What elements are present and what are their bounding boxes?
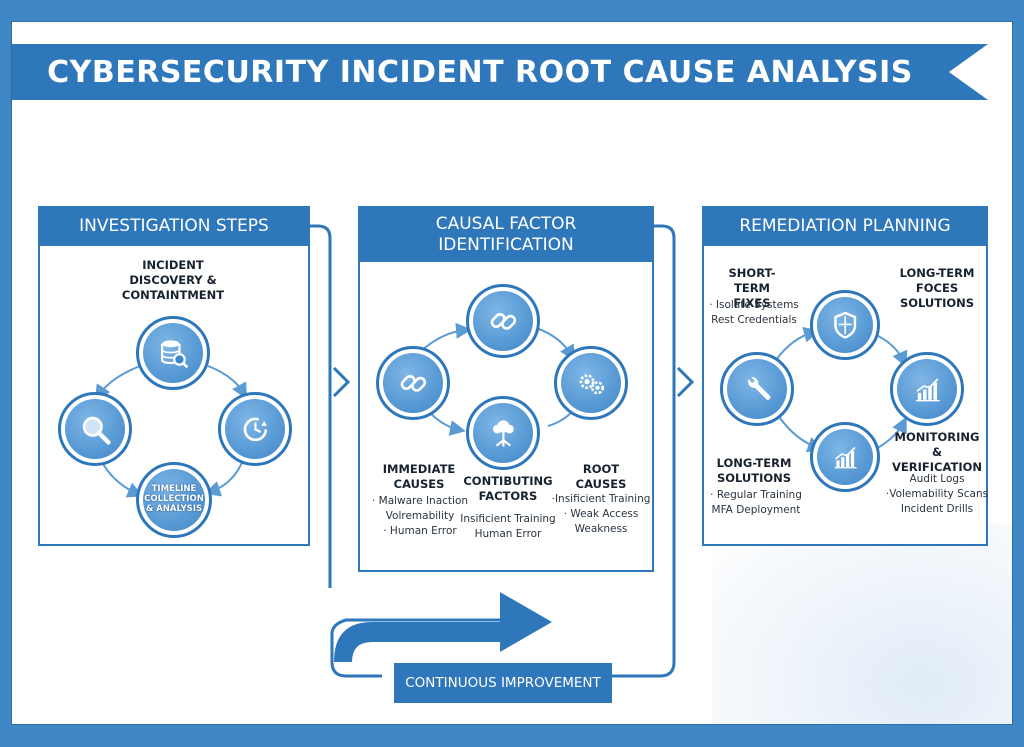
node-remediation-bottom [810, 422, 880, 492]
label-monitoring: MONITORING & VERIFICATION [892, 430, 982, 474]
list-contributing-factors: Insificient Training Human Error [460, 513, 556, 541]
wrench-icon [747, 376, 771, 400]
node-causal-root [554, 346, 628, 420]
label-immediate-causes: IMMEDIATE CAUSES [382, 462, 456, 491]
panel-causal-heading: CAUSAL FACTOR IDENTIFICATION [360, 208, 652, 262]
node-timeline-clock [218, 392, 292, 466]
node-causal-contributing [466, 396, 540, 470]
shield-icon [834, 311, 856, 339]
clock-refresh-icon [243, 417, 267, 441]
connector-loop [330, 618, 532, 678]
label-short-term-fixes: SHORT-TERM FIXES [728, 266, 776, 310]
connector-panel2-down [602, 224, 676, 678]
node-remediation-top [810, 290, 880, 360]
magnifier-icon [82, 416, 111, 445]
page-title: CYBERSECURITY INCIDENT ROOT CAUSE ANALYS… [47, 54, 913, 90]
database-search-icon [160, 339, 188, 368]
chain-link-icon [490, 312, 516, 330]
bar-chart-up-icon [834, 446, 857, 469]
label-contributing-factors: CONTIBUTING FACTORS [463, 474, 553, 503]
continuous-arrow-icon [334, 592, 552, 662]
list-root-causes: ·Insificient Training · Weak Access Weak… [551, 493, 651, 536]
continuous-improvement-box: CONTINUOUS IMPROVEMENT [394, 663, 612, 703]
label-incident-discovery: INCIDENT DISCOVERY & CONTAINTMENT [121, 258, 225, 302]
node-remediation-right [890, 352, 964, 426]
panel-remediation-heading: REMEDIATION PLANNING [704, 208, 986, 246]
label-long-term-top: LONG-TERM FOCES SOLUTIONS [899, 266, 975, 310]
tree-roots-icon [492, 419, 514, 447]
title-banner: CYBERSECURITY INCIDENT ROOT CAUSE ANALYS… [12, 44, 988, 100]
node-causal-immediate [376, 346, 450, 420]
node-timeline-collection: TIMELINE COLLECTION & ANALYSIS [136, 462, 212, 538]
connector-panel1-down [306, 224, 332, 588]
node-investigate [58, 392, 132, 466]
label-root-causes: ROOT CAUSES [575, 462, 627, 491]
bar-chart-up-icon [915, 377, 940, 401]
label-long-term-bottom: LONG-TERM SOLUTIONS [716, 456, 792, 485]
node-remediation-left [720, 352, 794, 426]
node-causal-top [466, 284, 540, 358]
list-monitoring: Audit Logs ·Volemability Scans Incident … [885, 473, 989, 516]
gears-icon [579, 373, 604, 394]
list-long-term-bottom: · Regular Training MFA Deployment [710, 489, 802, 517]
node-discovery [136, 316, 210, 390]
chain-link-icon [400, 374, 426, 392]
infographic-frame: CYBERSECURITY INCIDENT ROOT CAUSE ANALYS… [12, 22, 1012, 724]
panel-investigation-heading: INVESTIGATION STEPS [40, 208, 308, 246]
list-immediate-causes: · Malware Inaction Volremability · Human… [371, 495, 469, 538]
list-short-term-fixes: · Isolate Systems Rest Credentials [709, 299, 799, 327]
flow-connectors [306, 224, 676, 678]
